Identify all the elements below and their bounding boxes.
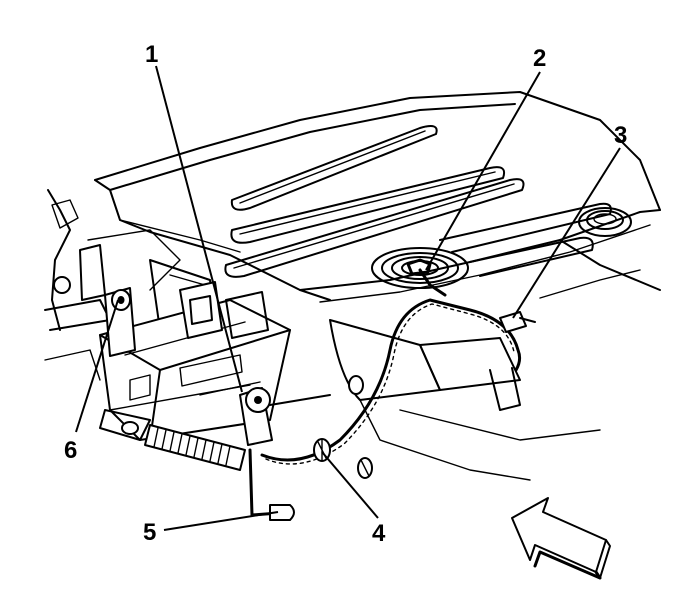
cable-retainer (499, 311, 536, 333)
callout-2: 2 (533, 45, 546, 72)
crossmember (329, 319, 601, 481)
cable-coil (371, 247, 469, 289)
callouts: 1 2 3 4 5 6 (64, 41, 627, 547)
cable-guide-bracket (239, 387, 331, 446)
leader-3 (512, 147, 621, 319)
callout-1: 1 (145, 41, 158, 68)
callout-5: 5 (143, 519, 156, 546)
lever-pivot-bracket (104, 287, 136, 357)
return-spring (99, 409, 246, 471)
front-direction-arrow (511, 497, 611, 580)
cable-isolators (313, 375, 373, 479)
leader-lines (75, 65, 621, 531)
callout-6: 6 (64, 437, 77, 464)
callout-4: 4 (372, 520, 386, 547)
leader-4 (321, 451, 379, 519)
leader-6 (75, 299, 119, 433)
leader-2 (425, 71, 541, 271)
cable-clip (248, 448, 295, 521)
front-cable (260, 268, 522, 465)
callout-3: 3 (614, 122, 627, 149)
floor-plug (578, 207, 632, 237)
leader-1 (155, 65, 243, 393)
leader-5 (163, 511, 279, 531)
